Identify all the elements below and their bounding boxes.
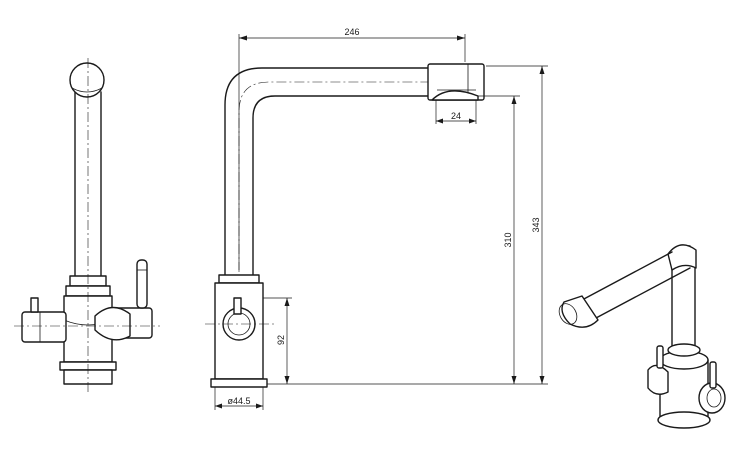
dimension-label-24: 24 xyxy=(451,111,461,121)
front-view xyxy=(14,58,160,392)
dimension-label-92: 92 xyxy=(276,335,286,345)
dimension-outlet-width: 24 xyxy=(435,100,477,124)
dimension-label-246: 246 xyxy=(344,27,359,37)
dimension-outlet-height: 310 xyxy=(478,95,520,384)
dimension-spout-reach: 246 xyxy=(238,27,466,270)
dimension-label-44-5: ø44.5 xyxy=(227,396,250,406)
dimension-base-diameter: ø44.5 xyxy=(214,387,264,410)
side-view xyxy=(205,63,485,388)
dimension-label-310: 310 xyxy=(503,232,513,247)
dimension-body-height: 92 xyxy=(263,297,292,384)
dimension-label-343: 343 xyxy=(531,217,541,232)
isometric-view xyxy=(558,244,726,429)
dimension-total-height: 343 xyxy=(267,65,548,385)
